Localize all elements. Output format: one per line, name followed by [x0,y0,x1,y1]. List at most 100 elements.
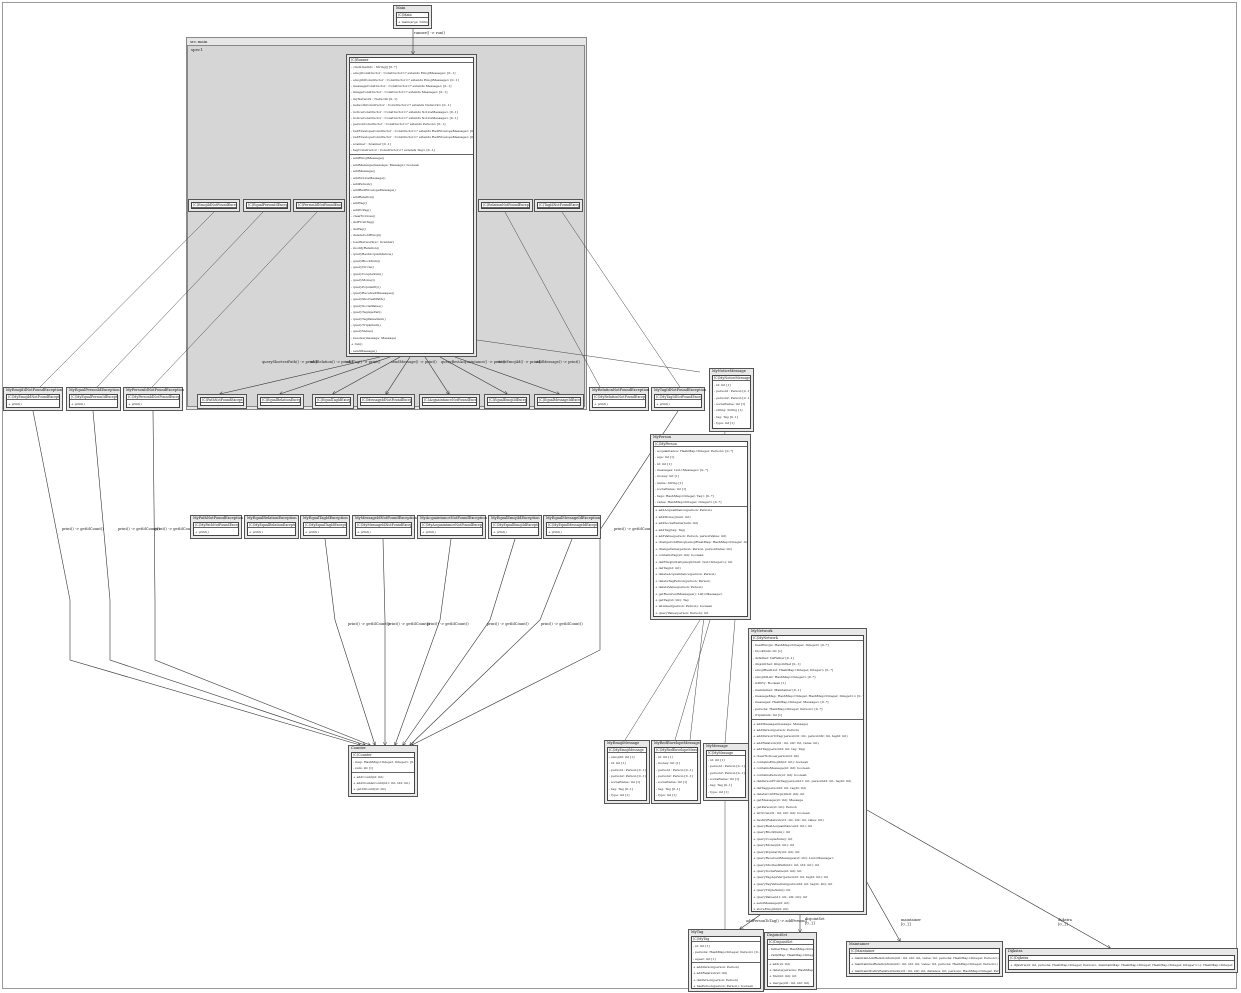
class-node-inPathNF[interactable]: (C)PathNotFoundException+ print() [197,394,247,409]
class-box: (C)MyEqualTagIdException+ print() [303,522,347,536]
class-node-myEqualMessageId[interactable]: MyEqualMessageIdException (C)MyEqualMessa… [543,515,601,539]
operations-section: + print() [538,403,580,406]
class-box: (C)MyTag- id: int [1]- persons: HashMap<… [691,936,761,989]
attributes-section: - map: HashMap<Integer, Integer> [0..*]-… [352,758,415,774]
operation-row: - delTag() [351,226,366,231]
class-node-inEqualEmojiId[interactable]: (C)EqualEmojiIdException+ print() [484,394,530,409]
edge-label: disjointSet[0..1] [805,917,825,926]
class-box: (C)RelationNotFoundException+ print() [481,202,530,209]
attribute-row: - emojiIdConstructor : Constructor<? ext… [351,77,459,82]
class-node-inPersonIdNF[interactable]: (C)PersonIdNotFoundException+ print() [293,199,345,212]
edge-label: print() -> getIdCount() [388,622,430,626]
operation-row: + changeValue(person: Person, personValu… [655,546,732,551]
operation-row: + maintainDelRelationSum(id1: int, id2: … [851,962,998,967]
class-box: (C)MyEqualMessageIdException+ print() [546,522,598,536]
class-node-dijkstra[interactable]: Dijkstra(C)Dijkstra+ dijkstra(id: int, p… [1005,948,1238,973]
node-title: MyEqualMessageIdException [546,516,601,520]
operation-row: + delPersonFromTag(personId1: int, perso… [753,779,852,784]
class-node-myEqualPersonId[interactable]: MyEqualPersonIdException(C)MyEqualPerson… [66,387,121,411]
attribute-row: - map: HashMap<Integer, Integer> [0..*] [353,759,415,764]
attribute-row: - persons: HashMap<Integer, Person> [0..… [693,950,761,955]
attribute-row: - tripleSum: int [1] [753,713,783,718]
class-box: (C)MyNoticeMessage- id: int [1]- person1… [712,375,751,429]
operation-row: + print() [249,529,263,534]
operation-row: - addEmojiMessage() [351,156,385,161]
class-box: (C)MyAcquaintanceNotFoundException+ prin… [420,522,483,536]
attribute-row: - myNetwork : Network [0..1] [351,96,398,101]
association-line [624,619,701,741]
class-node-myTagIdNF[interactable]: MyTagIdNotFoundException(C)MyTagIdNotFou… [651,387,706,411]
attribute-row: - ageer: int [1] [693,956,716,961]
edge-label: print() -> getIdCount() [614,527,656,531]
class-node-inEqualPersonId[interactable]: (C)EqualPersonIdException+ print() [243,199,291,212]
operation-row: + print() [262,404,299,406]
class-node-inEqualRelation[interactable]: (C)EqualRelationException+ print() [257,394,304,409]
operations-section: + print() [361,403,411,406]
class-node-myRelationNF[interactable]: MyRelationNotFoundException(C)MyRelation… [589,387,649,411]
class-node-maintainer[interactable]: Maintainer(C)Maintainer+ maintainAddRela… [846,941,1003,977]
class-node-myPersonIdNF[interactable]: MyPersonIdNotFoundException(C)MyPersonId… [123,387,184,411]
class-node-runner[interactable]: (C)Runner- cmdLineInfo : String[] [0..*]… [346,54,477,357]
operation-row: + queryMoney(id: int): int [753,843,795,848]
operation-row: - addTag() [351,201,367,206]
class-node-main[interactable]: Main(C)Main+ main(args: String[]) [393,5,432,29]
edge-label: print() -> getIdCount() [427,622,469,626]
class-node-myEmojiIdNF[interactable]: MyEmojiIdNotFoundException(C)MyEmojiIdNo… [3,387,63,411]
operations-section: - addEmojiMessage()- addMessage(message:… [350,155,473,353]
class-node-inMessageIdNF[interactable]: (C)MessageIdNotFoundException+ print() [357,394,415,409]
operations-section: + print() [488,403,526,406]
class-node-myTag[interactable]: MyTag(C)MyTag- id: int [1]- persons: Has… [688,929,764,992]
node-title: MyRelationNotFoundException [592,388,650,392]
attribute-row: - id: int [1] [655,461,672,466]
class-box: (C)MyMessageIdNotFoundException+ print() [355,522,412,536]
class-node-myEqualTagId[interactable]: MyEqualTagIdException(C)MyEqualTagIdExce… [300,515,350,539]
operation-row: + deleteTagPerson(person: Person) [655,578,711,583]
class-node-inRelationNF[interactable]: (C)RelationNotFoundException+ print() [478,199,533,212]
class-node-inAcquaintanceNF[interactable]: (C)AcquaintanceNotFoundException+ print(… [419,394,480,409]
operation-row: - addRedEnvelopeMessage() [351,188,396,193]
class-node-disjointSet[interactable]: DisjointSet(C)DisjointSet- fatherMap: Ha… [764,932,817,990]
attribute-row: - socialValue: int [1] [714,401,746,406]
node-title: Dijkstra [1008,949,1023,953]
operation-row: + delete(persons: HashMap<Integer, Perso… [769,967,814,972]
node-title: MyRedEnvelopeMessage [654,741,700,745]
class-node-myNetwork[interactable]: MyNetwork(C)MyNetwork- heatEmojis: HashM… [748,628,867,915]
class-node-myMessage[interactable]: MyMessage(C)MyMessage- id: int [1]- pers… [703,743,749,801]
class-box: (C)MyTagIdNotFoundException+ print() [654,394,702,408]
class-node-myNoticeMessage[interactable]: MyNoticeMessage(C)MyNoticeMessage- id: i… [709,368,754,432]
node-title: DisjointSet [767,933,788,937]
attribute-row: - tag: Tag [0..1] [656,786,681,791]
operations-section: + print() [201,403,243,406]
operation-row: + getPerson(id: int): Person [753,804,797,809]
class-node-myAcquaintanceNF[interactable]: MyAcquaintanceNotFoundException(C)MyAcqu… [417,515,487,539]
attribute-row: - socialValue: int [1] [708,776,740,781]
attribute-row: - id: int [1] [714,382,731,387]
class-node-myRedEnvelope[interactable]: MyRedEnvelopeMessage(C)MyRedEnvelopeMess… [651,740,701,804]
attribute-row: - id: int [1] [693,943,710,948]
node-title: Maintainer [849,942,870,946]
operation-row: + queryTagAgeVar(personId: int, tagId: i… [753,875,828,880]
class-node-inEqualTagId[interactable]: (C)EqualTagIdException+ print() [312,394,354,409]
edge-label: print() -> getIdCount() [118,527,160,531]
attribute-row: - socialValue: int [1] [655,487,687,492]
class-node-inEmojiIdNF[interactable]: (C)EmojiIdNotFoundException+ print() [188,199,240,212]
operation-row: + sendMessage(id: int) [753,900,790,905]
attribute-row: - emojiId: int [1] [609,754,635,759]
operations-section: + print() [247,208,287,209]
class-node-myPerson[interactable]: MyPerson(C)MyPerson- acquaintance: HashM… [650,434,751,620]
class-node-myEqualRelation[interactable]: MyEqualRelationException(C)MyEqualRelati… [244,515,299,539]
operation-row: + merge(id1: int, id2: int) [769,980,810,985]
class-node-inEqualMessageId[interactable]: (C)EqualMessageIdException+ print() [534,394,584,409]
class-node-myMessageIdNF[interactable]: MyMessageIdNotFoundException(C)MyMessage… [352,515,417,539]
operation-row: - queryCoupleSum() [351,271,383,276]
class-node-inTagIdNF[interactable]: (C)TagIdNotFoundException+ print() [534,199,583,212]
edge-label: print() -> getIdCount() [155,527,197,531]
operation-row: + print() [594,401,608,406]
class-node-counter[interactable]: Counter(C)Counter- map: HashMap<Integer,… [348,745,418,797]
class-node-myPathNF[interactable]: MyPathNotFoundException(C)MyPathNotFound… [190,515,243,539]
class-node-myEqualEmojiId[interactable]: MyEqualEmojiIdException(C)MyEqualEmojiId… [488,515,542,539]
class-node-myEmojiMessage[interactable]: MyEmojiMessage(C)MyEmojiMessage- emojiId… [604,740,650,804]
attribute-row: - networkConstructor : Constructor<? ext… [351,103,451,108]
association-line [674,619,711,741]
